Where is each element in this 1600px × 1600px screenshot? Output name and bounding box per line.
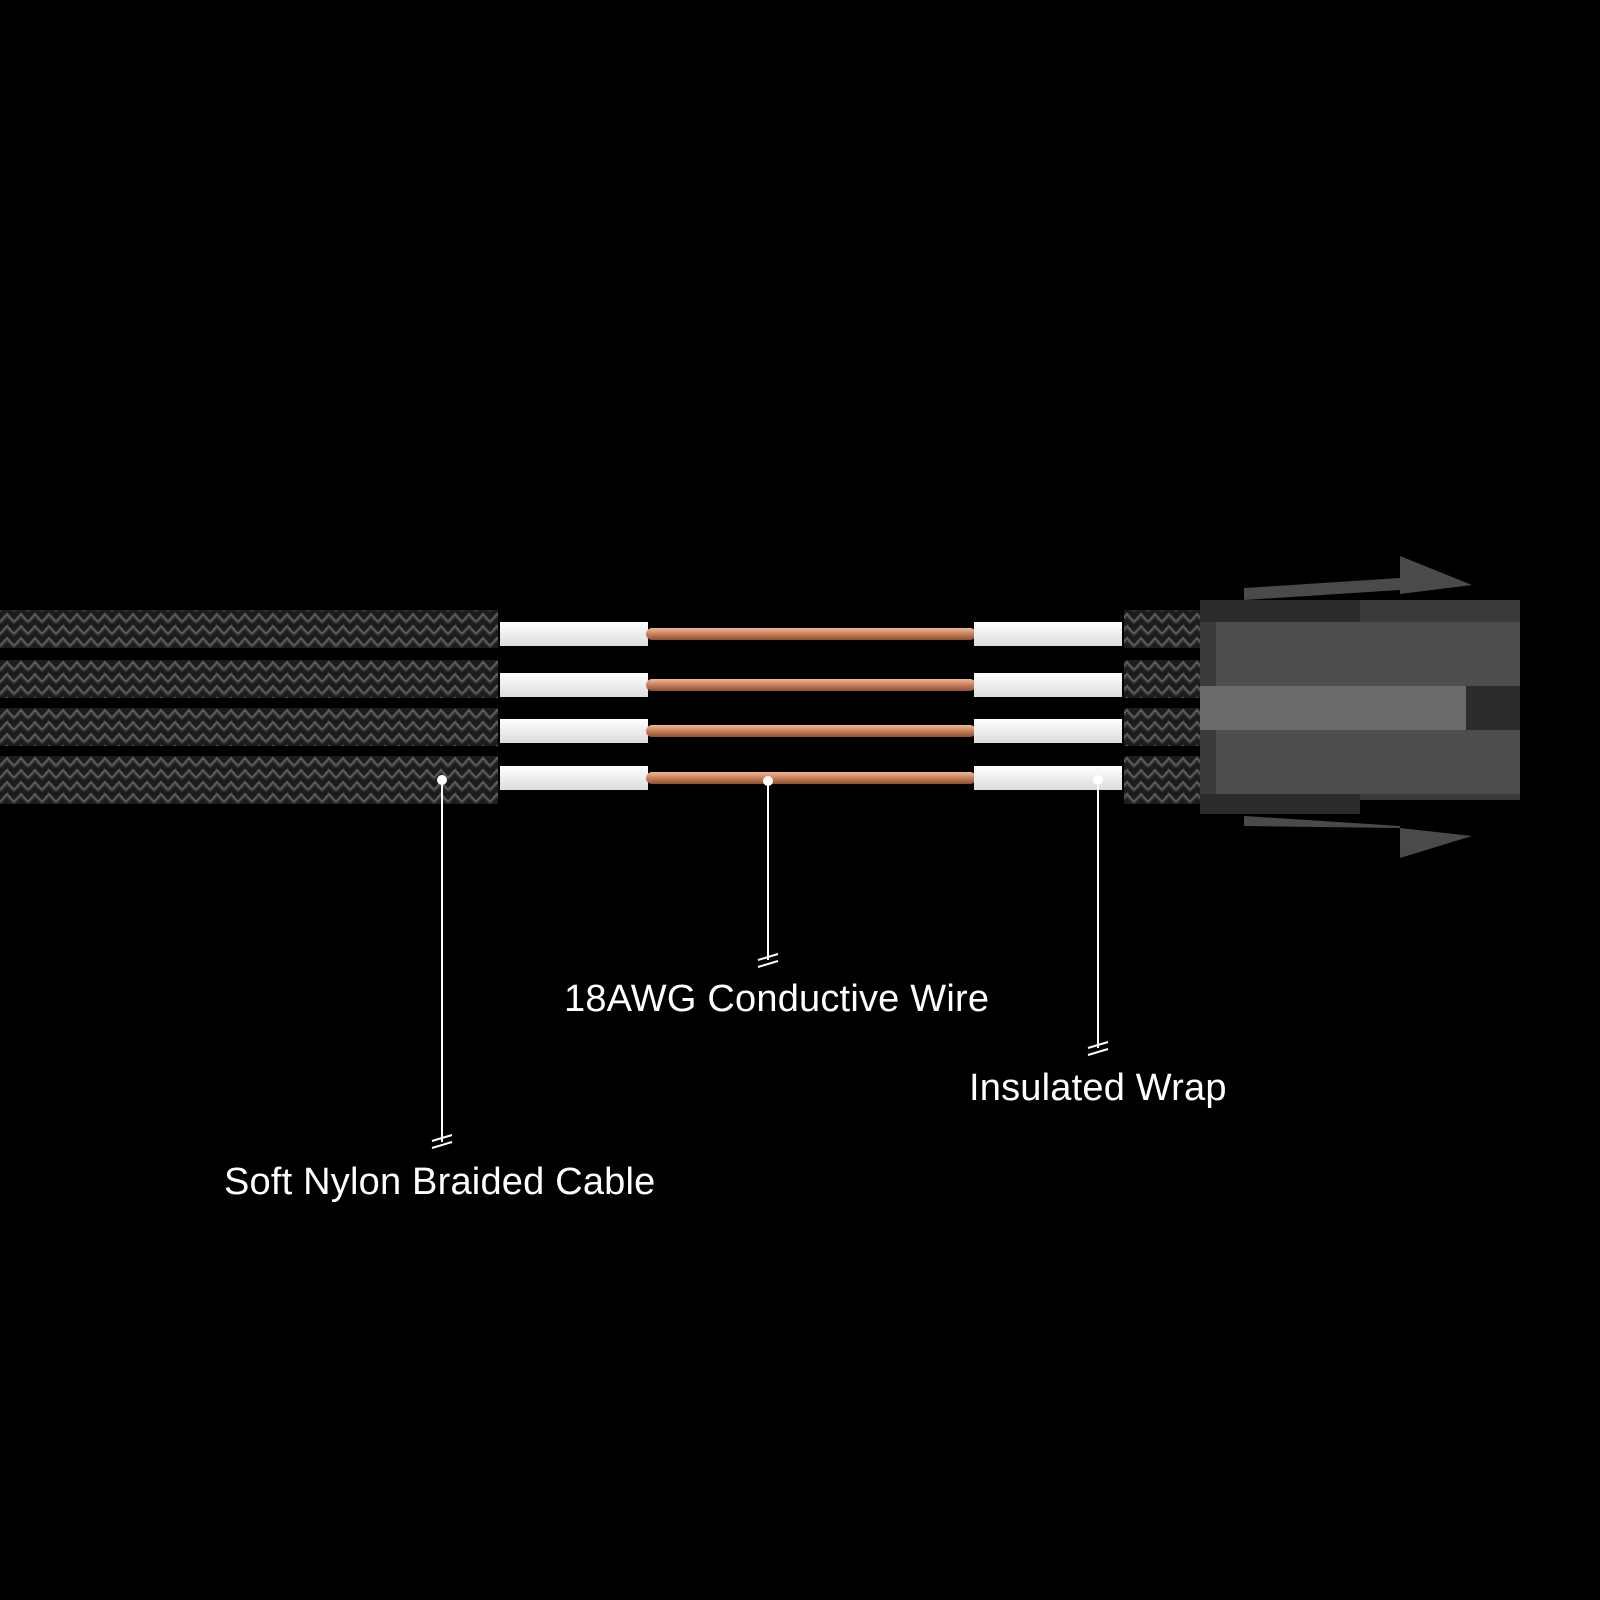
- insulated-wrap-left: [500, 622, 648, 790]
- insulated-wrap-right: [974, 622, 1122, 790]
- callout-dot-icon: [763, 776, 773, 786]
- braid-strand-2: [0, 660, 498, 698]
- break-mark-icon: [757, 960, 779, 968]
- break-mark-icon: [431, 1141, 453, 1149]
- copper-wire-4: [646, 772, 976, 784]
- connector-top-edge: [1200, 600, 1360, 622]
- insulation-left-2: [500, 673, 648, 697]
- callout-dot-icon: [1093, 775, 1103, 785]
- braid-strand-3: [0, 708, 498, 746]
- copper-wire-1: [646, 628, 976, 640]
- braid-right-3: [1124, 708, 1200, 746]
- connector: [1200, 556, 1520, 858]
- break-mark-icon: [1087, 1041, 1109, 1049]
- label-18awg-conductive-wire: 18AWG Conductive Wire: [564, 978, 990, 1020]
- insulation-right-3: [974, 719, 1122, 743]
- label-insulated-wrap: Insulated Wrap: [969, 1067, 1227, 1109]
- connector-bottom-edge: [1200, 794, 1360, 814]
- insulation-left-1: [500, 622, 648, 646]
- copper-wire-3: [646, 725, 976, 737]
- braid-right-2: [1124, 660, 1200, 698]
- braid-strand-1: [0, 610, 498, 648]
- insulation-left-4: [500, 766, 648, 790]
- break-mark-icon: [1087, 1048, 1109, 1056]
- break-mark-icon: [757, 953, 779, 961]
- connector-latch-top: [1244, 556, 1472, 600]
- braid-right-1: [1124, 610, 1200, 648]
- connector-middle-tip: [1466, 686, 1520, 730]
- connector-lower-block: [1216, 730, 1520, 794]
- label-soft-nylon-braided-cable: Soft Nylon Braided Cable: [224, 1161, 656, 1203]
- callout-dot-icon: [437, 775, 447, 785]
- insulation-right-2: [974, 673, 1122, 697]
- braid-right-4: [1124, 756, 1200, 804]
- callout-conductive-wire: [757, 776, 779, 968]
- braided-cable-left: [0, 610, 498, 804]
- copper-conductors: [646, 628, 976, 784]
- connector-upper-block: [1216, 622, 1520, 688]
- braided-cable-right: [1124, 610, 1200, 804]
- braid-strand-4: [0, 756, 498, 804]
- break-mark-icon: [431, 1134, 453, 1142]
- insulation-right-1: [974, 622, 1122, 646]
- connector-latch-bottom: [1244, 816, 1472, 858]
- insulation-left-3: [500, 719, 648, 743]
- connector-middle-rail: [1200, 686, 1466, 730]
- callout-insulated-wrap: [1087, 775, 1109, 1056]
- copper-wire-2: [646, 679, 976, 691]
- callout-braided-cable: [431, 775, 453, 1149]
